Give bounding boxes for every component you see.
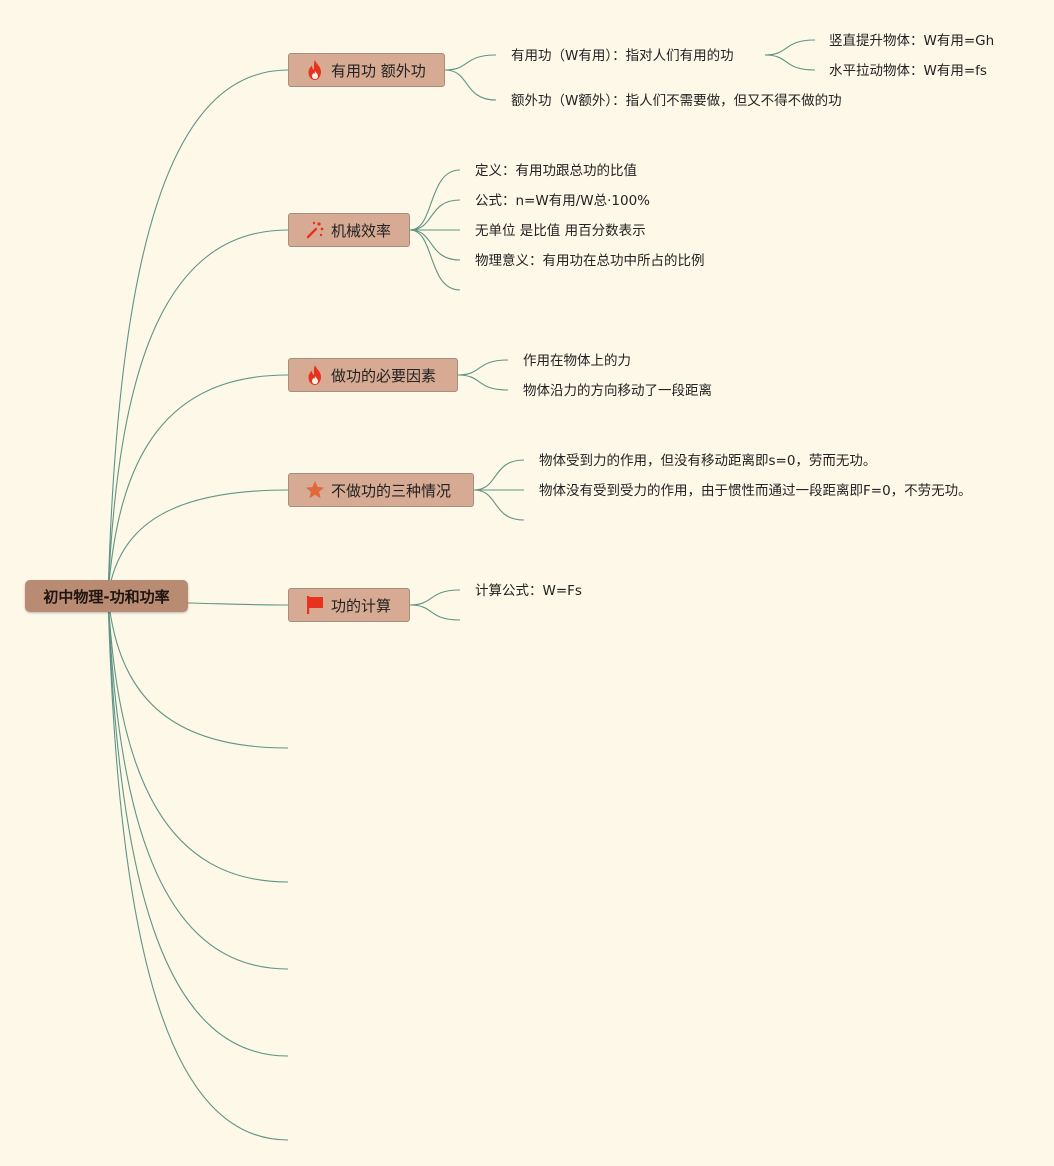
leaf-efficiency-unitless[interactable]: 无单位 是比值 用百分数表示: [475, 223, 646, 239]
leaf-horizontal-pull[interactable]: 水平拉动物体：W有用=fs: [829, 63, 987, 79]
topic-no-work-cases[interactable]: 不做功的三种情况: [288, 473, 474, 507]
topic-label: 不做功的三种情况: [331, 481, 452, 500]
leaf-efficiency-definition[interactable]: 定义：有用功跟总功的比值: [475, 163, 637, 179]
t2-c1: [409, 169, 461, 231]
root-to-topic-4: [107, 489, 289, 597]
t1-c1: [444, 54, 497, 71]
leaf-efficiency-meaning[interactable]: 物理意义：有用功在总功中所占的比例: [475, 253, 705, 269]
leaf-efficiency-formula[interactable]: 公式：n=W有用/W总·100%: [475, 193, 650, 209]
t2-c2: [409, 199, 461, 231]
topic-mechanical-efficiency[interactable]: 机械效率: [288, 213, 410, 247]
root-topic[interactable]: 初中物理-功和功率: [25, 580, 188, 612]
leaf-vertical-lift[interactable]: 竖直提升物体：W有用=Gh: [829, 33, 995, 49]
root-to-topic-2: [107, 229, 289, 597]
root-to-topic-5: [187, 602, 289, 606]
root-to-empty-4: [107, 595, 289, 1057]
t5-c2: [409, 604, 461, 621]
star-icon: [305, 480, 325, 500]
topic-label: 做功的必要因素: [331, 366, 437, 385]
leaf-no-displacement[interactable]: 物体受到力的作用，但没有移动距离即s=0，劳而无功。: [539, 453, 877, 469]
t4-c3: [473, 489, 525, 521]
root-to-empty-2: [107, 595, 289, 883]
t4-c1: [473, 459, 525, 491]
flag-icon: [305, 595, 325, 615]
topic-label: 功的计算: [331, 596, 392, 615]
leaf-no-force[interactable]: 物体没有受到受力的作用，由于惯性而通过一段距离即F=0，不劳无功。: [539, 483, 972, 499]
root-topic-label: 初中物理-功和功率: [43, 587, 170, 606]
topic-label: 有用功 额外功: [331, 61, 426, 80]
root-to-empty-1: [107, 595, 289, 749]
t3-c1: [457, 359, 509, 376]
leaf-move-along-force[interactable]: 物体沿力的方向移动了一段距离: [523, 383, 712, 399]
leaf-work-formula[interactable]: 计算公式：W=Fs: [475, 583, 582, 599]
topic-label: 机械效率: [331, 221, 392, 240]
root-to-topic-3: [107, 374, 289, 597]
fire-icon: [305, 365, 325, 385]
topic-work-calculation[interactable]: 功的计算: [288, 588, 410, 622]
leaf-force-on-object[interactable]: 作用在物体上的力: [523, 353, 631, 369]
topic-work-requirements[interactable]: 做功的必要因素: [288, 358, 458, 392]
t5-c1: [409, 589, 461, 606]
t1-c1-g2: [764, 54, 816, 71]
t2-c4: [409, 229, 461, 261]
t1-c1-g1: [764, 39, 816, 56]
magic-wand-icon: [305, 220, 325, 240]
leaf-extra-work[interactable]: 额外功（W额外）：指人们不需要做，但又不得不做的功: [511, 93, 842, 109]
fire-icon: [305, 60, 325, 80]
topic-useful-extra-work[interactable]: 有用功 额外功: [288, 53, 445, 87]
t2-c5: [409, 229, 461, 291]
root-to-empty-3: [107, 595, 289, 970]
root-to-empty-5: [107, 595, 289, 1141]
t3-c2: [457, 374, 509, 391]
t1-c2: [444, 69, 497, 101]
leaf-useful-work[interactable]: 有用功（W有用）：指对人们有用的功: [511, 48, 734, 64]
root-to-topic-1: [107, 69, 289, 597]
